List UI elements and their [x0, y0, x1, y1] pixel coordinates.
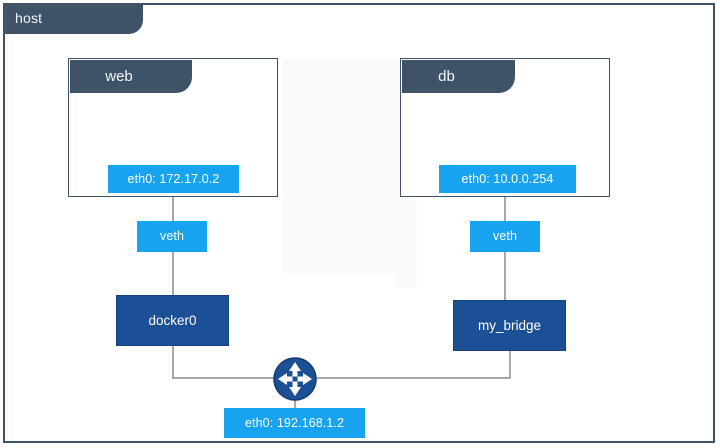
- container-web[interactable]: web eth0: 172.17.0.2: [68, 58, 278, 197]
- container-db-eth0[interactable]: eth0: 10.0.0.254: [439, 165, 576, 193]
- bridge-my-bridge-label: my_bridge: [477, 317, 542, 333]
- bridge-my-bridge[interactable]: my_bridge: [453, 300, 566, 351]
- veth-db[interactable]: veth: [470, 221, 540, 252]
- container-web-header: web: [70, 60, 192, 93]
- bridge-docker0-label: docker0: [148, 312, 197, 328]
- bridge-docker0[interactable]: docker0: [116, 295, 229, 346]
- veth-web-label: veth: [159, 229, 185, 243]
- veth-db-label: veth: [492, 229, 518, 243]
- container-db-eth0-label: eth0: 10.0.0.254: [461, 171, 554, 186]
- background-artifact-center: [282, 58, 417, 273]
- host-tab: host: [3, 3, 143, 34]
- host-eth0[interactable]: eth0: 192.168.1.2: [224, 408, 365, 438]
- host-tab-label: host: [15, 10, 43, 26]
- connector-veth-my-bridge: [504, 250, 506, 302]
- connector-db-eth0-veth: [504, 196, 506, 222]
- connector-horizontal-rail: [172, 377, 511, 379]
- container-db-label: db: [438, 67, 455, 85]
- router-icon-svg: [273, 357, 317, 401]
- veth-web[interactable]: veth: [137, 221, 207, 252]
- router-icon[interactable]: [272, 356, 318, 402]
- container-web-label: web: [105, 67, 133, 85]
- container-db-header: db: [402, 60, 515, 93]
- connector-web-eth0-veth: [172, 196, 174, 222]
- container-web-eth0[interactable]: eth0: 172.17.0.2: [108, 165, 239, 193]
- connector-docker0-down: [172, 345, 174, 379]
- container-web-eth0-label: eth0: 172.17.0.2: [127, 171, 220, 186]
- background-artifact-lower: [395, 252, 417, 288]
- connector-veth-docker0: [172, 250, 174, 298]
- host-eth0-label: eth0: 192.168.1.2: [244, 415, 344, 430]
- connector-my-bridge-down: [509, 350, 511, 379]
- container-db[interactable]: db eth0: 10.0.0.254: [400, 58, 610, 197]
